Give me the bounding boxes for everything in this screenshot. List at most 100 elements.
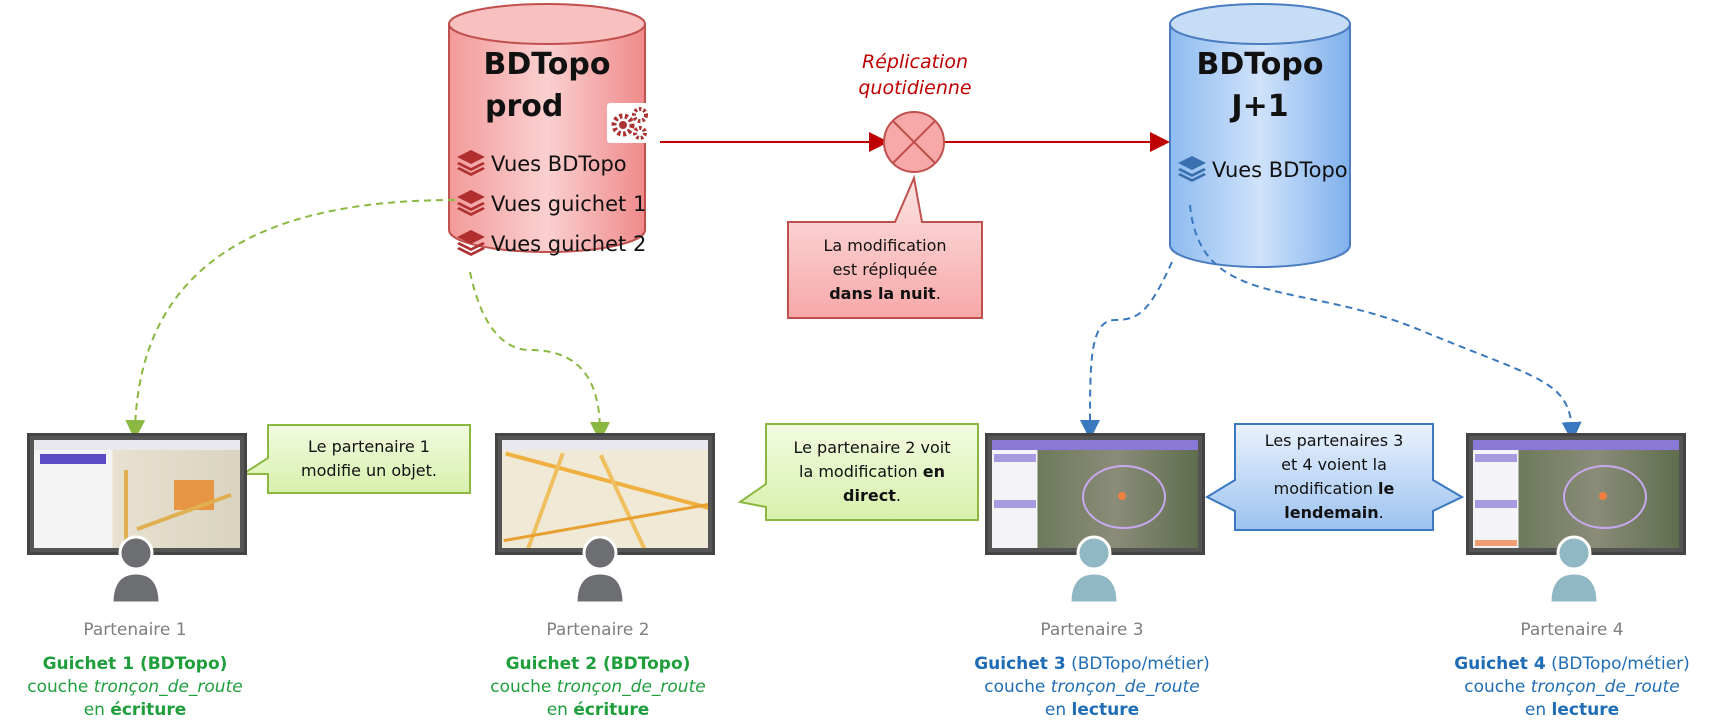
replication-node-icon (883, 111, 945, 173)
guichet-label: Guichet 4 (1454, 654, 1546, 674)
partner-2: Partenaire 2 Guichet 2 (BDTopo) couche t… (463, 620, 733, 722)
couche-label: couche (27, 677, 94, 697)
db-prod-title-line1: BDTopo (483, 47, 611, 82)
en-label: en (1524, 700, 1552, 720)
callout-p34-line2: et 4 voient la (1281, 455, 1387, 474)
couche-label: couche (984, 677, 1051, 697)
db-j1-view-label: Vues BDTopo (1212, 158, 1348, 182)
db-j1-view-row: Vues BDTopo (1176, 150, 1348, 190)
screen-partner-3 (985, 433, 1205, 555)
callout-p2-line3b: direct (843, 486, 896, 505)
access-mode: lecture (1071, 700, 1140, 720)
partner-1: Partenaire 1 Guichet 1 (BDTopo) couche t… (0, 620, 270, 722)
replication-callout-shape (787, 174, 983, 319)
layers-icon (455, 188, 487, 221)
db-j1-cylinder (1169, 3, 1351, 268)
db-prod-view-label: Vues guichet 2 (491, 232, 647, 256)
map-screenshot (1473, 440, 1679, 548)
link-prod-p1 (125, 199, 456, 440)
access-mode: écriture (110, 700, 187, 720)
partner-caption: Guichet 2 (BDTopo) couche tronçon_de_rou… (463, 653, 733, 722)
couche-label: couche (1464, 677, 1531, 697)
db-prod-cylinder (448, 3, 646, 253)
couche-label: couche (490, 677, 557, 697)
layers-icon (1176, 154, 1208, 187)
guichet-extra: (BDTopo/métier) (1545, 654, 1690, 674)
db-prod-views: Vues BDTopo Vues guichet 1 Vues guichet … (455, 144, 646, 264)
link-j1-p3 (1080, 261, 1173, 440)
callout-p2-line2b: en (922, 462, 945, 481)
layer-name: tronçon_de_route (1530, 677, 1680, 697)
map-screenshot (502, 440, 708, 548)
replication-callout-line1: La modification (823, 236, 947, 255)
callout-p2-shape (737, 423, 979, 521)
db-prod-title: BDTopo prod (449, 44, 645, 128)
partner-3: Partenaire 3 Guichet 3 (BDTopo/métier) c… (947, 620, 1237, 722)
map-screenshot (992, 440, 1198, 548)
replication-callout-line2: est répliquée (832, 260, 938, 279)
callout-p34-line3a: modification (1273, 479, 1379, 498)
replication-callout-bold: dans la nuit (829, 284, 936, 303)
db-prod-view-row: Vues guichet 1 (455, 184, 646, 224)
callout-p34: Les partenaires 3 et 4 voient la modific… (1235, 429, 1433, 525)
en-label: en (1044, 700, 1072, 720)
callout-p1-line2: modifie un objet. (301, 461, 437, 480)
access-mode: lecture (1551, 700, 1620, 720)
map-screenshot (34, 440, 240, 548)
callout-p2-line3end: . (895, 486, 901, 505)
db-prod-title-line2: prod (485, 89, 564, 124)
callout-p34-line4end: . (1378, 503, 1384, 522)
replication-label-line1: Réplication (862, 51, 968, 73)
link-prod-p2 (469, 271, 610, 442)
guichet-label: Guichet 2 (BDTopo) (505, 654, 691, 674)
person-icon (1064, 533, 1124, 610)
person-icon (1544, 533, 1604, 610)
callout-p34-line4b: lendemain (1284, 503, 1379, 522)
en-label: en (546, 700, 574, 720)
guichet-extra: (BDTopo/métier) (1065, 654, 1210, 674)
replication-callout-end: . (935, 284, 941, 303)
callout-p2-line2a: la modification (799, 462, 923, 481)
callout-p2-line1: Le partenaire 2 voit (793, 438, 951, 457)
replication-callout: La modification est répliquée dans la nu… (788, 234, 982, 306)
callout-p1-shape (239, 424, 471, 494)
callout-p34-line1: Les partenaires 3 (1264, 431, 1404, 450)
db-prod-view-row: Vues guichet 2 (455, 224, 646, 264)
db-prod-view-row: Vues BDTopo (455, 144, 646, 184)
callout-p34-shape (1204, 423, 1465, 531)
screen-partner-1 (27, 433, 247, 555)
db-prod-view-label: Vues BDTopo (491, 152, 627, 176)
gears-icon (607, 103, 651, 143)
guichet-label: Guichet 1 (BDTopo) (42, 654, 228, 674)
access-mode: écriture (573, 700, 650, 720)
partner-name: Partenaire 1 (83, 620, 187, 640)
layer-name: tronçon_de_route (1050, 677, 1200, 697)
layer-name: tronçon_de_route (556, 677, 706, 697)
guichet-label: Guichet 3 (974, 654, 1066, 674)
replication-label-line2: quotidienne (858, 77, 972, 99)
partner-4: Partenaire 4 Guichet 4 (BDTopo/métier) c… (1427, 620, 1717, 722)
layers-icon (455, 148, 487, 181)
db-prod-view-label: Vues guichet 1 (491, 192, 647, 216)
partner-caption: Guichet 4 (BDTopo/métier) couche tronçon… (1427, 653, 1717, 722)
layers-icon (455, 228, 487, 261)
link-j1-p4 (1189, 204, 1582, 442)
db-j1-title-line2: J+1 (1231, 89, 1289, 124)
layer-name: tronçon_de_route (93, 677, 243, 697)
partner-caption: Guichet 1 (BDTopo) couche tronçon_de_rou… (0, 653, 270, 722)
callout-p1-line1: Le partenaire 1 (308, 437, 430, 456)
person-icon (570, 533, 630, 610)
partner-name: Partenaire 4 (1520, 620, 1624, 640)
callout-p34-line3b: le (1378, 479, 1395, 498)
db-j1-title-line1: BDTopo (1196, 47, 1324, 82)
replication-label: Réplication quotidienne (820, 49, 1010, 101)
callout-p2: Le partenaire 2 voit la modification en … (766, 436, 978, 508)
db-j1-title: BDTopo J+1 (1170, 44, 1350, 128)
partner-name: Partenaire 3 (1040, 620, 1144, 640)
en-label: en (83, 700, 111, 720)
person-icon (106, 533, 166, 610)
partner-name: Partenaire 2 (546, 620, 650, 640)
callout-p1: Le partenaire 1 modifie un objet. (268, 435, 470, 483)
partner-caption: Guichet 3 (BDTopo/métier) couche tronçon… (947, 653, 1237, 722)
